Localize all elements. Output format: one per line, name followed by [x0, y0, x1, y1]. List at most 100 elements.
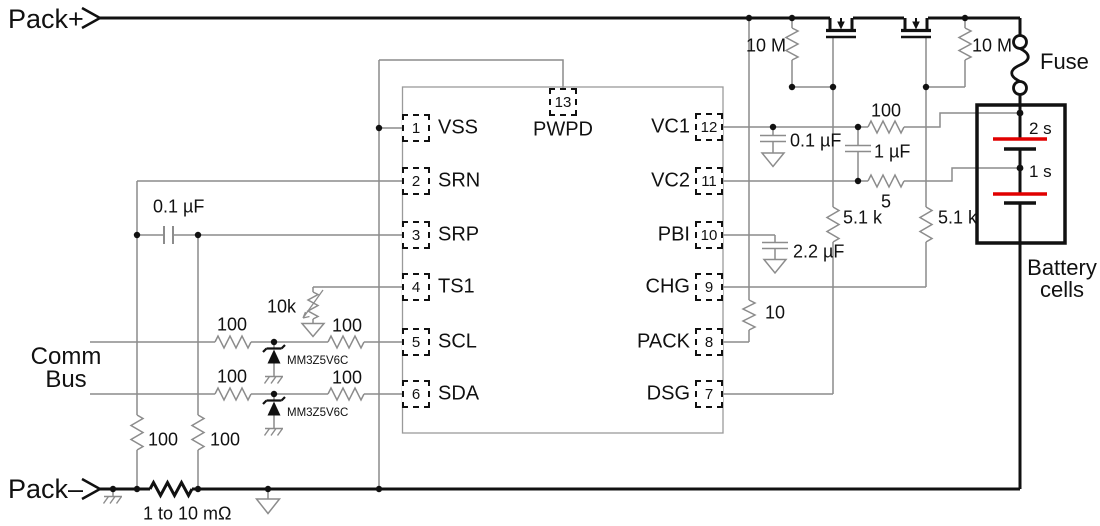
cap-vc1-label: 0.1 µF: [790, 130, 842, 151]
mosfet-q2: [901, 18, 931, 39]
ic-body: [401, 86, 724, 434]
cell-top-label: 2 s: [1029, 119, 1052, 139]
battery-box: [975, 103, 1067, 245]
resistor-srp-100: [190, 414, 206, 451]
ic-pin-4-name: TS1: [438, 275, 475, 298]
res-dsg-5k1-label: 5.1 k: [843, 207, 883, 228]
res-pack-label: 10: [765, 302, 786, 323]
chassis-ground-sda-icon: [263, 427, 284, 436]
wire-pwpd: [379, 59, 564, 88]
resistor-vc2-5: [867, 173, 905, 189]
ic-pin-11-name: VC2: [651, 169, 690, 192]
ic-pin-6-name: SDA: [438, 382, 480, 405]
ic-pin-3-name: SRP: [438, 223, 480, 246]
resistor-sda-right: [327, 386, 365, 402]
capacitor-balance: [845, 127, 871, 181]
res-vc2-label: 5: [880, 191, 892, 212]
comm-bus-label: Comm Bus: [30, 343, 102, 393]
ic-pin-6-box: 6: [402, 380, 430, 408]
cap-srn-srp-label: 0.1 µF: [153, 196, 205, 217]
zener-scl-label: MM3Z5V6C: [287, 354, 349, 367]
junction-dots: [109, 14, 1024, 493]
ground-triangle-pbi-icon: [762, 258, 788, 275]
fuse-label: Fuse: [1040, 49, 1089, 74]
pack-plus-chevron-icon: [81, 6, 103, 30]
battery-cells-icon: [993, 137, 1047, 205]
ground-triangle-vc1-icon: [760, 152, 786, 168]
pack-minus-chevron-icon: [81, 477, 103, 501]
ic-pin-8-box: 8: [695, 328, 723, 356]
res-vc1-label: 100: [870, 100, 902, 121]
ic-pin-2-box: 2: [402, 167, 430, 195]
ground-triangle-ts1-icon: [300, 322, 326, 338]
resistor-dsg-5k1: [825, 206, 841, 243]
pack-plus-label: Pack+: [8, 3, 84, 34]
zener-sda-icon: [262, 396, 286, 416]
ic-pin-7-name: DSG: [646, 382, 690, 405]
res-chg-5k1-label: 5.1 k: [938, 207, 978, 228]
resistor-scl-right: [327, 334, 365, 350]
sense-resistor-label: 1 to 10 mΩ: [143, 503, 232, 524]
res-10m-right-label: 10 M: [972, 35, 1013, 56]
zener-diodes: [262, 344, 286, 416]
wire-10m-right: [926, 18, 966, 88]
cap-pbi-label: 2.2 µF: [793, 241, 845, 262]
ic-pin-9-name: CHG: [645, 275, 690, 298]
ic-pin-10-box: 10: [695, 221, 723, 249]
resistor-sda-left: [214, 386, 252, 402]
cell-bottom-label: 1 s: [1029, 162, 1052, 182]
ic-pin-4-box: 4: [402, 273, 430, 301]
resistor-10m-right: [957, 27, 973, 61]
res-sda-right-label: 100: [331, 367, 363, 388]
ic-pin-7-box: 7: [695, 380, 723, 408]
wire-pack: [723, 18, 750, 343]
fuse-icon: [1010, 34, 1030, 96]
signal-wires: [90, 18, 1019, 515]
ic-pin-5-box: 5: [402, 328, 430, 356]
resistor-chg-5k1: [918, 206, 934, 243]
mosfet-q2-arrow-icon: [912, 21, 920, 30]
ic-pin-11-box: 11: [695, 167, 723, 195]
resistor-vc1-100: [867, 119, 905, 135]
mosfet-q1-arrow-icon: [837, 21, 845, 30]
ic-pin-5-name: SCL: [438, 330, 477, 353]
pack-plus-rail: [100, 16, 1022, 36]
capacitor-pbi: [762, 241, 788, 260]
wire-10m-left: [791, 18, 833, 88]
ic-pin-2-name: SRN: [438, 169, 481, 192]
zener-sda-label: MM3Z5V6C: [287, 406, 349, 419]
resistor-10m-left: [784, 27, 800, 61]
resistor-pack-10: [741, 299, 757, 331]
sense-resistor-icon: [148, 479, 194, 499]
pack-minus-label: Pack–: [8, 473, 84, 504]
mosfet-q1: [826, 18, 856, 39]
power-path: [81, 6, 1030, 501]
resistor-scl-left: [214, 334, 252, 350]
res-scl-left-label: 100: [216, 314, 248, 335]
ic-pin-13-name: PWPD: [533, 118, 593, 141]
wire-vc2: [723, 167, 1019, 182]
zener-scl-icon: [262, 344, 286, 364]
resistor-srn-100: [129, 414, 145, 451]
ic-pin-10-name: PBI: [657, 223, 690, 246]
ic-pin-13-box: 13: [549, 88, 577, 116]
res-10m-left-label: 10 M: [745, 35, 786, 56]
res-scl-right-label: 100: [331, 315, 363, 336]
res-srn-label: 100: [148, 429, 179, 450]
chassis-ground-scl-icon: [263, 375, 284, 384]
res-sda-left-label: 100: [216, 366, 248, 387]
chassis-ground-packminus-icon: [102, 495, 123, 504]
ic-pin-1-name: VSS: [438, 116, 479, 139]
cap-balance-label: 1 µF: [874, 141, 911, 162]
thermistor-label: 10k: [266, 296, 296, 317]
ic-pin-3-box: 3: [402, 221, 430, 249]
battery-cells-label: Battery cells: [1027, 255, 1097, 302]
res-srp-label: 100: [210, 429, 241, 450]
ground-triangle-rail-icon: [254, 498, 282, 515]
ic-pin-12-name: VC1: [651, 115, 690, 138]
resistor-thermistor: [306, 291, 320, 320]
ic-pin-8-name: PACK: [637, 330, 690, 353]
ic-pin-1-box: 1: [402, 114, 430, 142]
